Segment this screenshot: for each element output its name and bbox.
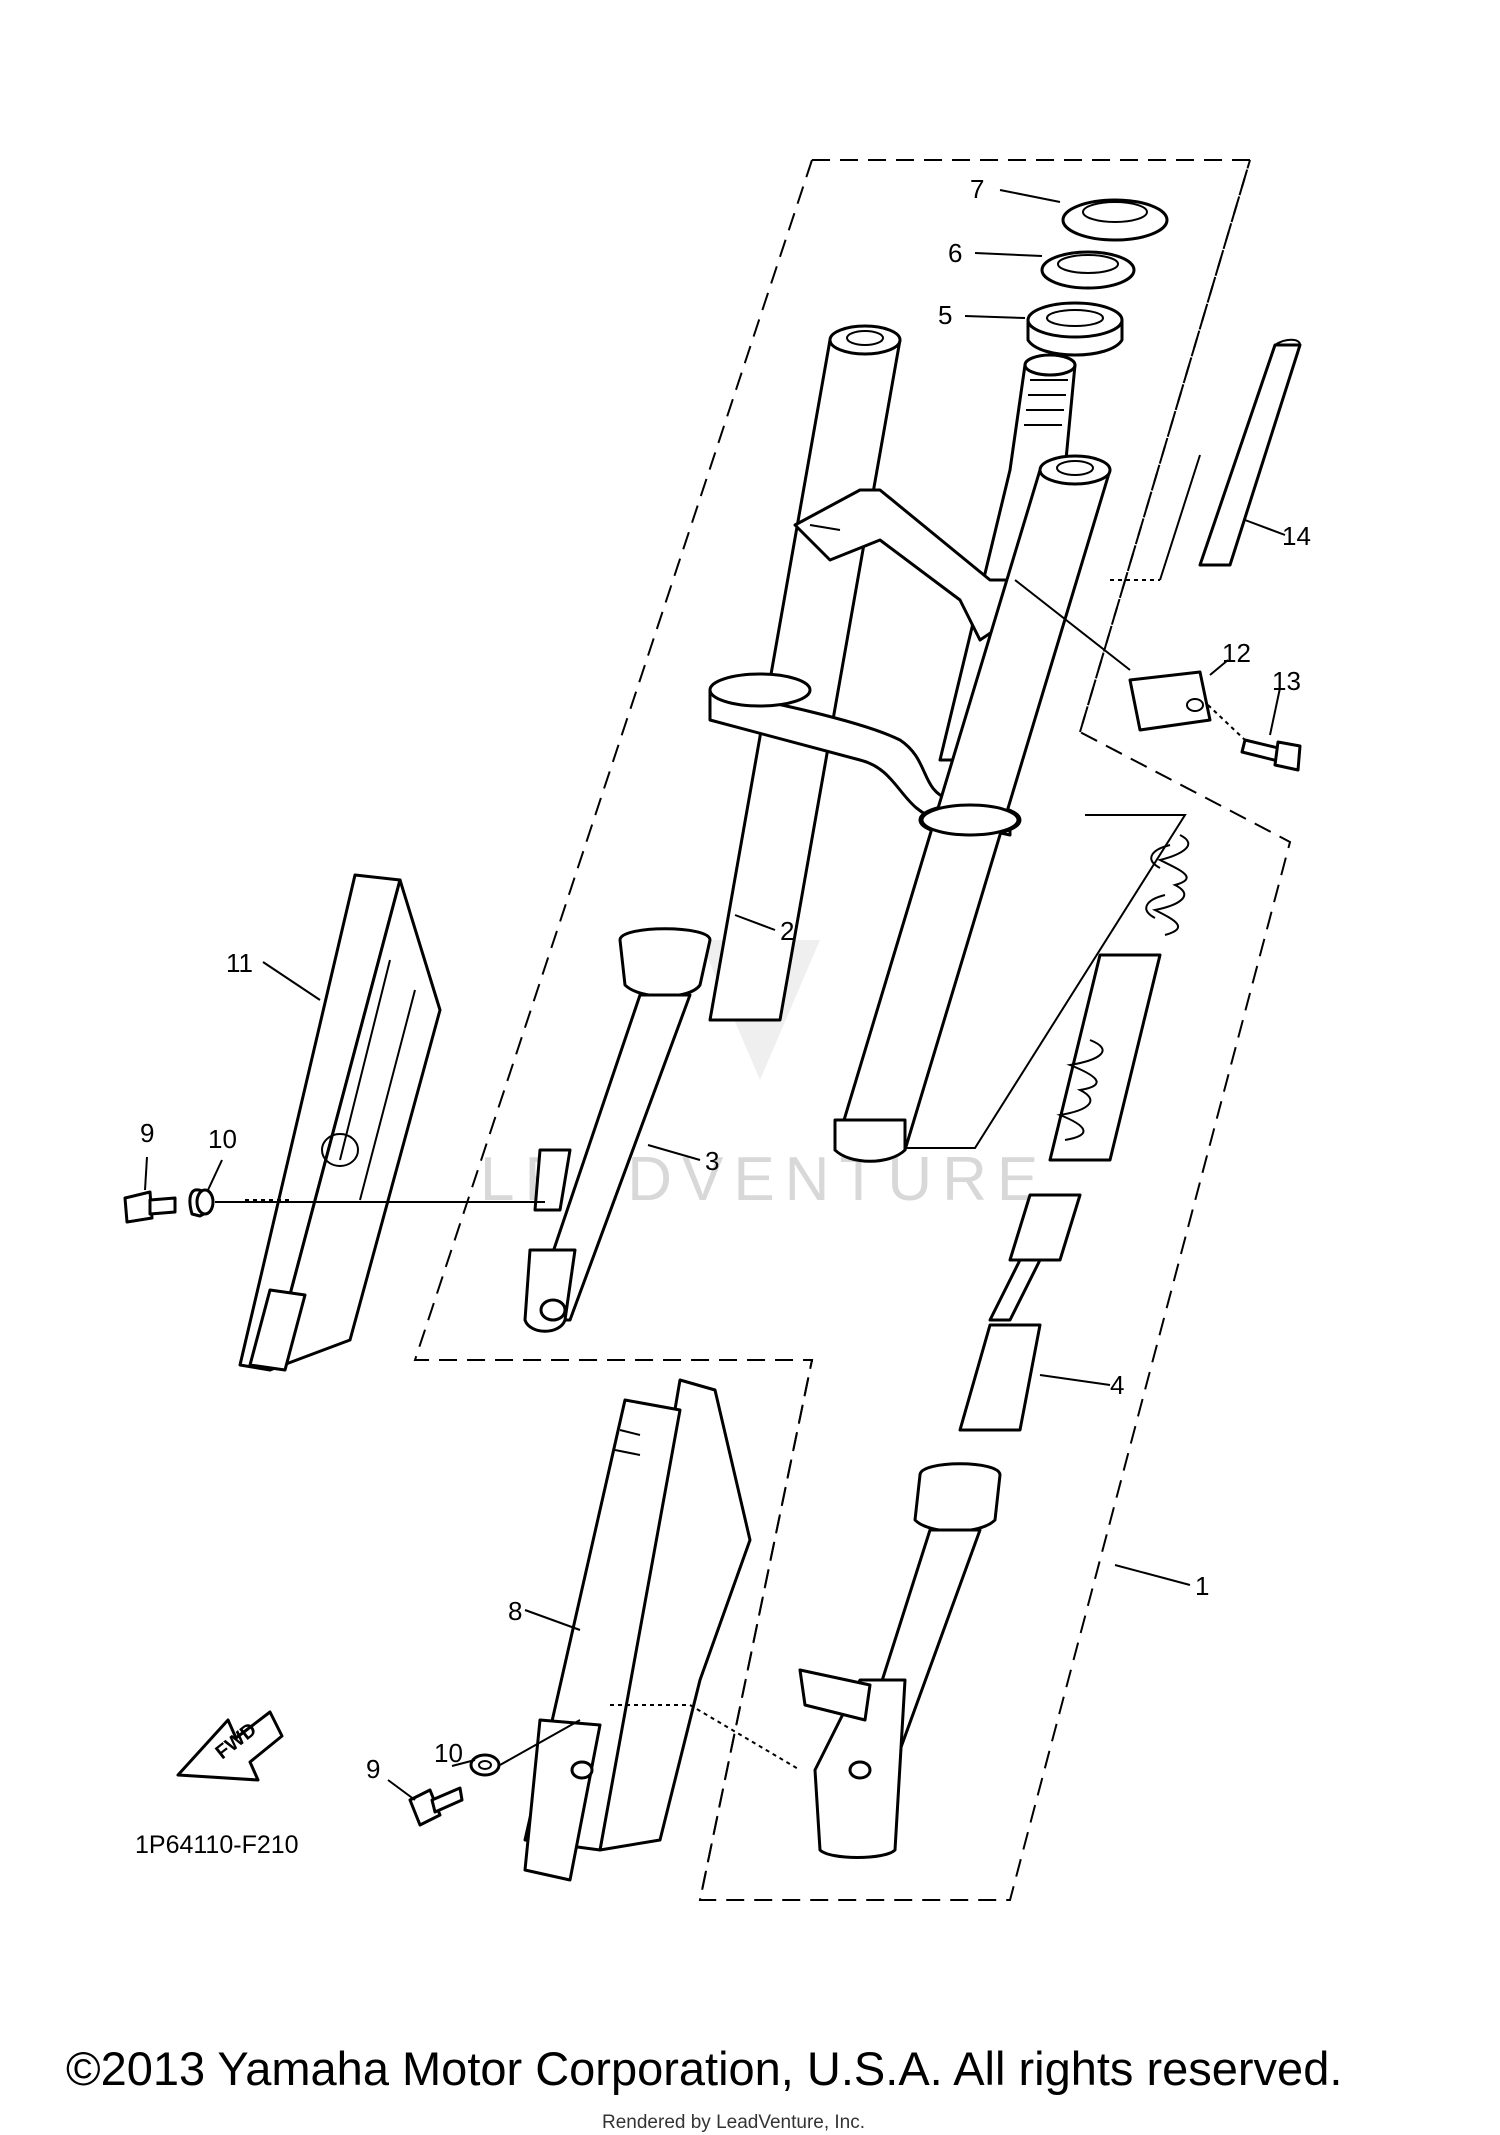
- diagram-code: 1P64110-F210: [135, 1831, 299, 1859]
- emblem-part-14: [1198, 338, 1302, 567]
- assembly-boundary: [698, 159, 1292, 1901]
- ring-part-6: [1040, 250, 1136, 290]
- copyright-notice: ©2013 Yamaha Motor Corporation, U.S.A. A…: [66, 2042, 1342, 2095]
- callout-3: 3: [705, 1146, 719, 1176]
- callout-9: 9: [140, 1118, 154, 1148]
- bolt-part-9-lower: [408, 1786, 464, 1827]
- fork-leg-left-part-3: [523, 927, 712, 1333]
- callout-14: 14: [1282, 521, 1311, 551]
- leader-lines: [144, 189, 1286, 1801]
- clamp-part-12: [1128, 670, 1212, 732]
- washer-part-10-lower: [469, 1753, 501, 1777]
- callout-4: 4: [1110, 1370, 1124, 1400]
- callout-10: 10: [208, 1124, 237, 1154]
- alignment-line-lower: [499, 1719, 581, 1766]
- callout-10-lower: 10: [434, 1738, 463, 1768]
- rendered-by: Rendered by LeadVenture, Inc.: [602, 2112, 865, 2133]
- callout-13: 13: [1272, 666, 1301, 696]
- fork-tube-right: [833, 454, 1112, 1163]
- bolt-part-9-upper: [123, 1190, 177, 1224]
- callout-5: 5: [938, 300, 952, 330]
- bolt-part-13: [1240, 738, 1302, 772]
- callout-11: 11: [226, 948, 253, 978]
- dust-seal-part-7: [1061, 198, 1169, 242]
- callout-9-lower: 9: [366, 1754, 380, 1784]
- fork-guard-part-11: [238, 873, 442, 1372]
- washer-part-10-upper: [188, 1188, 215, 1218]
- callout-1: 1: [1195, 1571, 1209, 1601]
- assembly-boundary-upper: [413, 159, 814, 1901]
- callout-8: 8: [508, 1596, 522, 1626]
- inner-group-bracket: [858, 814, 1187, 1149]
- forward-arrow-icon: FWD: [176, 1710, 284, 1782]
- damper-part-4: [798, 834, 1190, 1859]
- callout-2: 2: [780, 916, 794, 946]
- callout-12: 12: [1222, 638, 1251, 668]
- callout-6: 6: [948, 238, 962, 268]
- bearing-part-5: [1026, 301, 1124, 357]
- fork-guard-part-8: [523, 1378, 752, 1882]
- callout-7: 7: [970, 174, 984, 204]
